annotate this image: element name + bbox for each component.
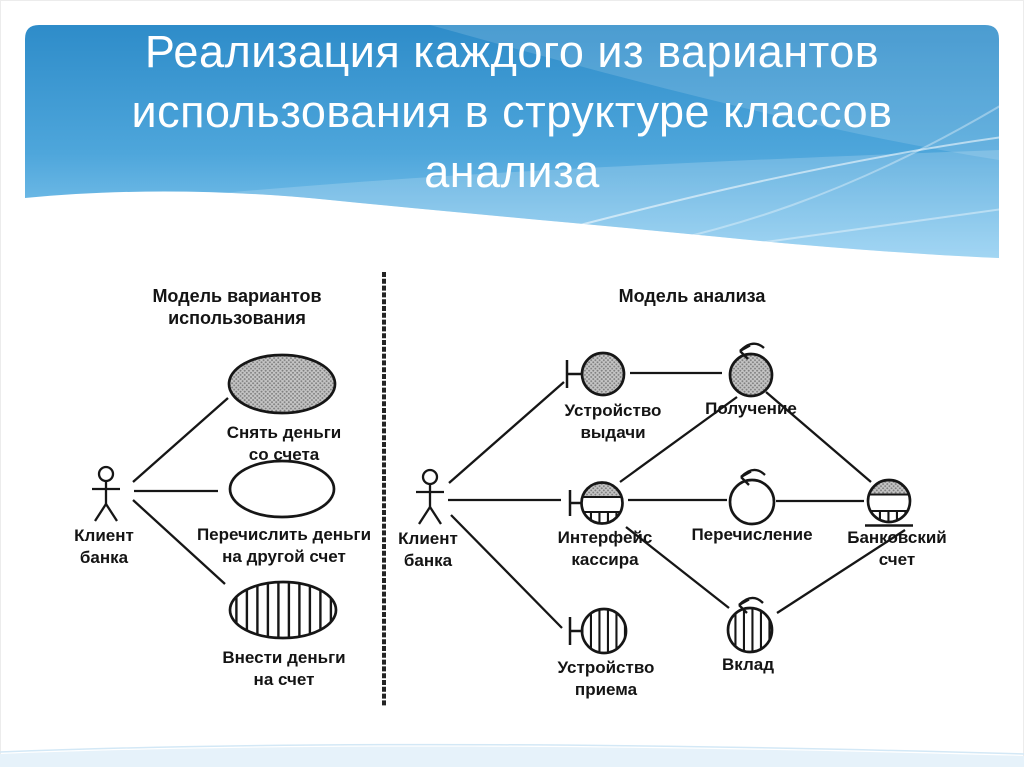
actor-label: Клиент xyxy=(398,529,458,548)
actor-icon xyxy=(92,465,120,522)
analysis-model-panel: Модель анализа Клиент банка xyxy=(398,286,947,699)
analysis-links xyxy=(448,371,906,629)
title-line-2: использования в структуре классов xyxy=(131,86,893,137)
slide-title: Реализация каждого из вариантов использо… xyxy=(40,22,984,202)
link-actor-receiver xyxy=(450,514,563,629)
usecase-withdraw-label: Снять деньги xyxy=(227,423,341,442)
actor-label: банка xyxy=(80,548,129,567)
receiver-label: Устройство xyxy=(558,658,655,677)
entity-class-account-icon xyxy=(865,478,913,527)
link-deposit-account xyxy=(776,529,906,614)
usecase-model-panel: Модель вариантов использования Клиент ба… xyxy=(74,286,371,689)
bottom-wave-line xyxy=(0,743,1024,755)
boundary-class-dispenser-icon xyxy=(565,351,626,397)
actor-icon xyxy=(416,468,444,525)
title-line-3: анализа xyxy=(424,146,600,197)
analysis-model-header: Модель анализа xyxy=(619,286,767,306)
cashier-interface-label: Интерфейс xyxy=(558,528,653,547)
receiver-label: приема xyxy=(575,680,638,699)
usecase-model-header: использования xyxy=(168,308,306,328)
dispenser-label: Устройство xyxy=(565,401,662,420)
transfer-label: Перечисление xyxy=(691,525,812,544)
usecase-deposit-label: Внести деньги xyxy=(222,648,345,667)
account-label: Банковский xyxy=(847,528,947,547)
usecase-withdraw-ellipse xyxy=(227,353,337,415)
usecase-withdraw-label: со счета xyxy=(249,445,320,464)
control-class-deposit-icon xyxy=(726,596,774,654)
usecase-transfer-label: Перечислить деньги xyxy=(197,525,371,544)
cashier-interface-label: кассира xyxy=(571,550,639,569)
actor-label: Клиент xyxy=(74,526,134,545)
boundary-class-receiver-icon xyxy=(568,607,628,655)
bottom-wave-decor xyxy=(0,746,1024,767)
association-actor-deposit xyxy=(132,499,226,585)
usecase-transfer-label: на другой счет xyxy=(222,547,346,566)
boundary-class-cashier-interface-icon xyxy=(568,481,624,525)
usecase-deposit-label: на счет xyxy=(254,670,315,689)
link-withdrawal-account xyxy=(765,391,872,483)
link-cashier-deposit xyxy=(625,526,730,609)
actor-label: банка xyxy=(404,551,453,570)
usecase-model-header: Модель вариантов xyxy=(152,286,321,306)
banner-shape xyxy=(25,25,999,258)
title-banner xyxy=(25,25,999,258)
link-cashier-withdrawal xyxy=(619,396,738,483)
usecase-transfer-ellipse xyxy=(228,459,336,519)
deposit-label: Вклад xyxy=(722,655,774,674)
dispenser-label: выдачи xyxy=(580,423,645,442)
control-class-transfer-icon xyxy=(728,468,776,526)
banner-wave-decor xyxy=(25,25,999,258)
withdrawal-label: Получение xyxy=(705,399,797,418)
link-actor-dispenser xyxy=(448,381,565,484)
association-actor-withdraw xyxy=(132,397,229,483)
title-line-1: Реализация каждого из вариантов xyxy=(144,26,880,77)
account-label: счет xyxy=(879,550,915,569)
control-class-withdrawal-icon xyxy=(728,342,774,398)
usecase-deposit-ellipse xyxy=(228,580,338,640)
